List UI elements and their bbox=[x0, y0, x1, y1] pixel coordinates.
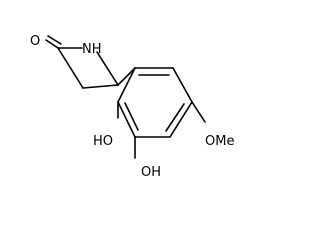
bond-c2-o-double-b bbox=[47, 35, 62, 45]
atom-label-carbonyl-oxygen: O bbox=[30, 34, 40, 49]
bond-inner-ar5-ar6 bbox=[124, 102, 139, 131]
bond-inner-ar3-ar4 bbox=[165, 103, 185, 132]
bond-ar6-ar1 bbox=[117, 67, 136, 103]
bond-c4-aryl bbox=[117, 67, 136, 86]
bond-ar3-ar4 bbox=[169, 101, 193, 138]
atom-label-ring-nitrogen: NH bbox=[82, 42, 102, 57]
atom-label-hydroxyl-2: HO bbox=[93, 134, 113, 149]
bond-ar-methoxy bbox=[191, 101, 206, 123]
azetidinone-ring bbox=[45, 35, 119, 89]
atom-label-methoxy: OMe bbox=[205, 134, 234, 149]
bond-ar5-ar6 bbox=[117, 101, 136, 138]
chemical-structure-diagram: O NH HO OH OMe bbox=[30, 34, 234, 180]
bond-c4-n1 bbox=[96, 51, 119, 86]
benzene-ring bbox=[117, 67, 193, 138]
bond-c2-c3 bbox=[57, 47, 84, 89]
bond-c2-o-double-a bbox=[45, 39, 59, 49]
bond-c3-c4 bbox=[82, 84, 119, 89]
atom-label-hydroxyl-3: OH bbox=[141, 165, 161, 180]
bond-ar2-ar3 bbox=[172, 67, 193, 103]
